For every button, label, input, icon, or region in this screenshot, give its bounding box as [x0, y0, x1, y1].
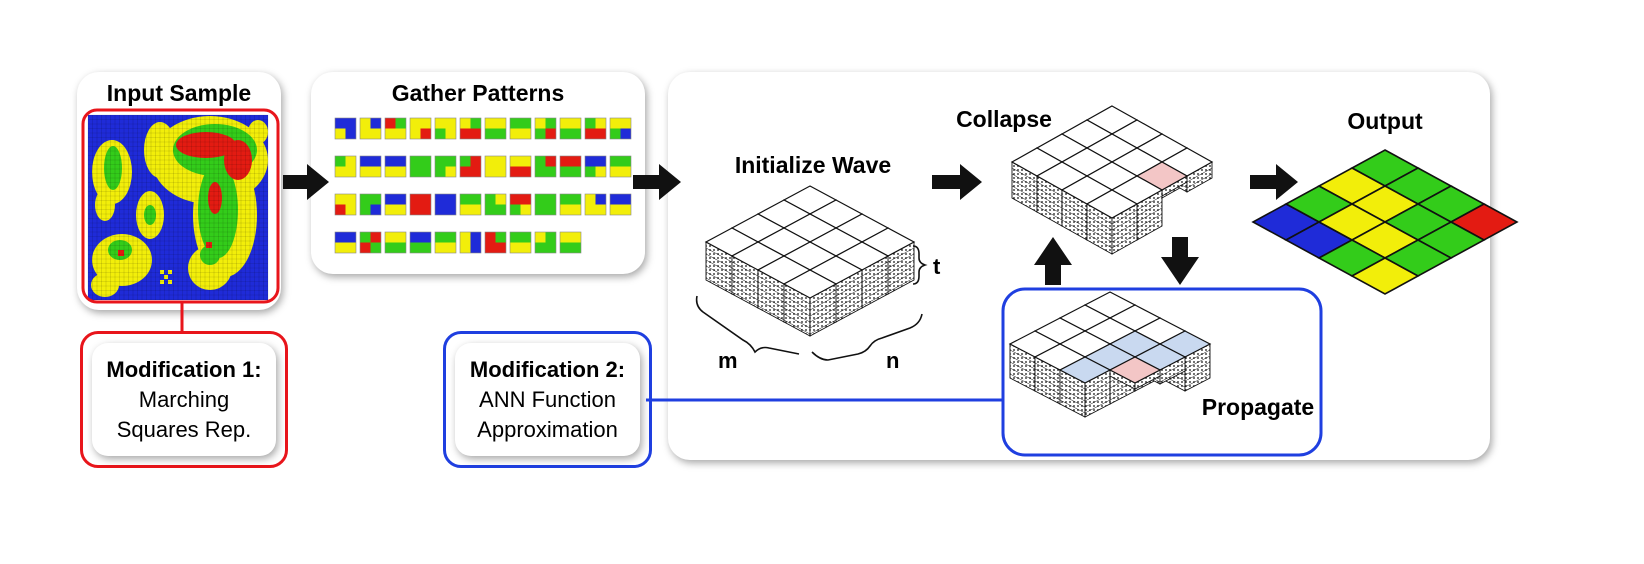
output-grid — [1251, 149, 1519, 295]
pattern-tile — [559, 231, 582, 254]
pattern-tile — [509, 231, 532, 254]
gather-patterns-title: Gather Patterns — [391, 80, 565, 106]
dimension-t-label: t — [933, 254, 941, 279]
brace-n — [811, 313, 923, 361]
pattern-tile — [534, 231, 557, 254]
pattern-tile — [334, 231, 357, 254]
pattern-tile — [509, 155, 532, 178]
pattern-tile — [384, 231, 407, 254]
pattern-tile — [434, 117, 457, 140]
pattern-tile — [584, 155, 607, 178]
collapse-stack — [1010, 105, 1214, 255]
pattern-tile — [359, 155, 382, 178]
pattern-tile — [534, 117, 557, 140]
pattern-tile — [484, 117, 507, 140]
modification-2-heading: Modification 2: — [469, 356, 626, 382]
pattern-tile — [384, 155, 407, 178]
pattern-tile — [609, 193, 632, 216]
pattern-tile — [484, 193, 507, 216]
pattern-tile — [334, 193, 357, 216]
pattern-tile — [459, 117, 482, 140]
pattern-tile — [534, 193, 557, 216]
pattern-tile — [334, 155, 357, 178]
pattern-tile — [609, 155, 632, 178]
pattern-tile — [509, 117, 532, 140]
initialize-wave-stack — [704, 185, 916, 337]
modification-1-line2: Squares Rep. — [116, 416, 252, 442]
arrow-input-to-patterns — [283, 164, 329, 200]
pattern-tile — [359, 193, 382, 216]
wave-cell — [1058, 356, 1112, 418]
propagate-title: Propagate — [1201, 394, 1315, 420]
arrow-patterns-to-wave — [633, 164, 681, 200]
dimension-braces — [695, 245, 928, 361]
pattern-tile — [434, 193, 457, 216]
modification-2-line1: ANN Function — [479, 386, 616, 412]
collapse-title: Collapse — [956, 106, 1052, 132]
modification-1-line1: Marching — [138, 386, 230, 412]
pattern-tile — [409, 155, 432, 178]
pattern-tile — [559, 155, 582, 178]
input-sample-title: Input Sample — [106, 80, 252, 106]
input-sample-map — [87, 114, 269, 300]
wave-cell — [782, 269, 838, 337]
pattern-tile — [359, 117, 382, 140]
pattern-tile — [559, 117, 582, 140]
pattern-tile — [609, 117, 632, 140]
pattern-tile — [584, 117, 607, 140]
pattern-tile — [534, 155, 557, 178]
pattern-tile — [459, 193, 482, 216]
dimension-m-label: m — [718, 348, 738, 373]
pattern-tile — [459, 231, 482, 254]
modification-2-line2: Approximation — [477, 416, 618, 442]
brace-m — [695, 295, 800, 355]
flow-arrows — [283, 164, 1298, 285]
initialize-wave-title: Initialize Wave — [734, 152, 892, 178]
propagate-stack — [1008, 291, 1212, 418]
pattern-tile — [434, 155, 457, 178]
pattern-tile — [409, 117, 432, 140]
arrow-collapse-to-output — [1250, 164, 1298, 200]
modification-1-heading: Modification 1: — [106, 356, 262, 382]
modification-1-card: Modification 1: Marching Squares Rep. — [92, 343, 276, 456]
pattern-tile — [334, 117, 357, 140]
pattern-tile — [409, 193, 432, 216]
dimension-n-label: n — [886, 348, 900, 373]
arrow-propagate-to-collapse — [1034, 237, 1072, 285]
pattern-tile — [484, 155, 507, 178]
pattern-tile — [409, 231, 432, 254]
output-title: Output — [1347, 108, 1423, 134]
brace-t — [912, 245, 928, 285]
modification-2-card: Modification 2: ANN Function Approximati… — [455, 343, 640, 456]
pattern-tile — [509, 193, 532, 216]
propagate-box — [1001, 287, 1323, 457]
pattern-tile — [384, 117, 407, 140]
pattern-tiles — [334, 117, 632, 254]
modification-1-box: Modification 1: Marching Squares Rep. — [80, 331, 288, 468]
pattern-tile — [459, 155, 482, 178]
pattern-tile — [434, 231, 457, 254]
wave-cell — [1108, 356, 1162, 390]
output-tile — [1350, 257, 1420, 295]
pattern-tile — [584, 193, 607, 216]
arrow-collapse-to-propagate — [1161, 237, 1199, 285]
modification-2-box: Modification 2: ANN Function Approximati… — [443, 331, 652, 468]
wave-cell — [1085, 189, 1139, 255]
pattern-tile — [359, 231, 382, 254]
pattern-tile — [384, 193, 407, 216]
pattern-tile — [484, 231, 507, 254]
pattern-tile — [559, 193, 582, 216]
arrow-wave-to-collapse — [932, 164, 982, 200]
